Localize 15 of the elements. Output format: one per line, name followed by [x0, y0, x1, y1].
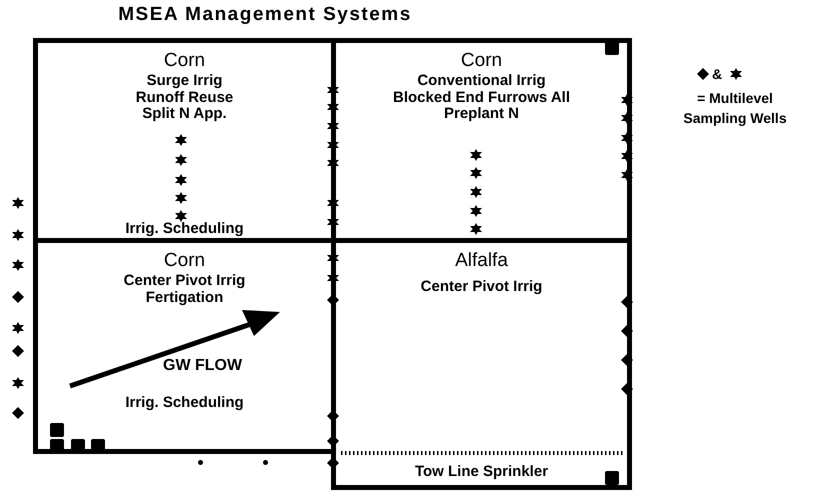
practice-text: Tow Line Sprinkler — [414, 464, 550, 480]
diagram-title: MSEA Management Systems — [117, 4, 413, 26]
arrow-label: GW FLOW — [163, 357, 242, 375]
legend-text: & — [712, 66, 722, 82]
crop-name: Alfalfa — [454, 251, 509, 272]
crop-name: Corn — [162, 51, 206, 72]
practice-text: Conventional Irrig Blocked End Furrows All Preplant N — [392, 73, 571, 122]
legend-text: = Multilevel Sampling Wells — [682, 89, 788, 128]
practice-text: Irrig. Scheduling — [124, 221, 245, 238]
crop-name: Corn — [460, 51, 504, 72]
practice-text: Center Pivot Irrig Fertigation — [122, 273, 246, 306]
practice-text: Surge Irrig Runoff Reuse Split N App. — [134, 73, 234, 122]
practice-text: Center Pivot Irrig — [420, 279, 544, 296]
practice-text: Irrig. Scheduling — [124, 395, 245, 412]
crop-name: Corn — [162, 251, 206, 272]
